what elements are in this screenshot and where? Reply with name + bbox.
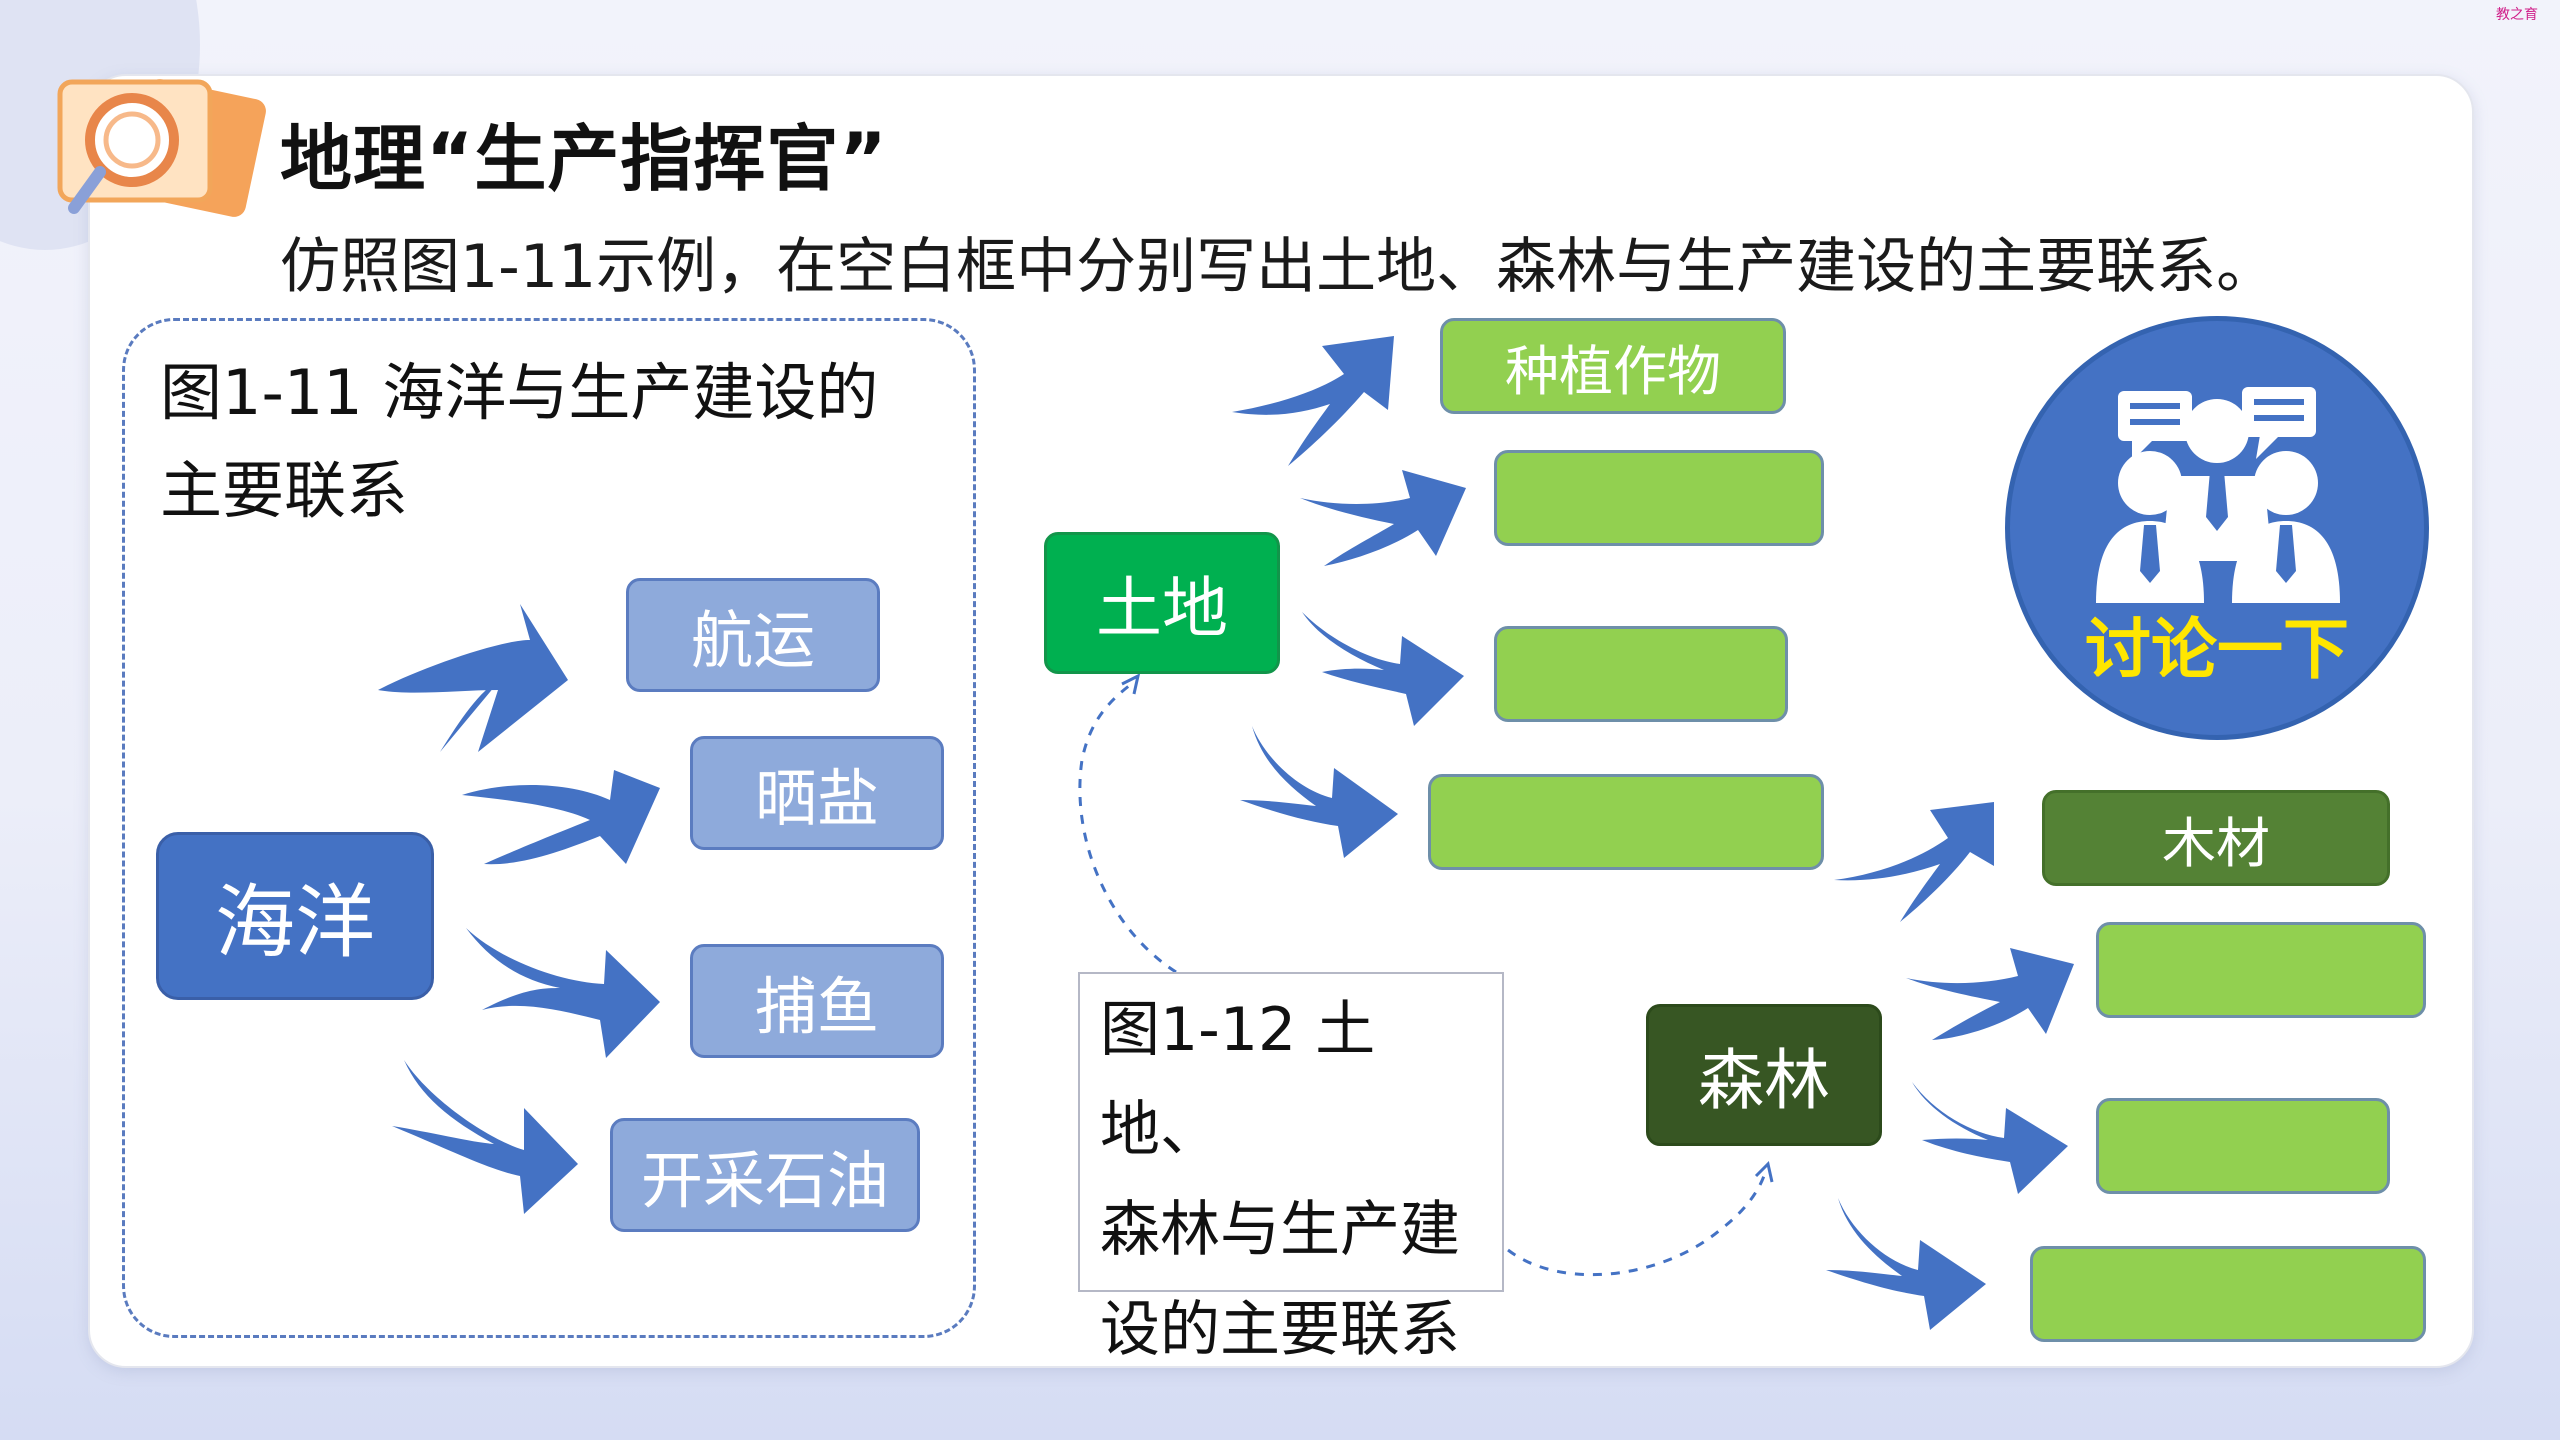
connector-forest (1507, 1169, 1768, 1277)
land-answer-box-4[interactable] (1428, 774, 1824, 870)
ocean-item-salt: 晒盐 (690, 736, 944, 850)
land-node: 土地 (1044, 532, 1280, 674)
arrow-ocean-4 (392, 1060, 578, 1214)
discuss-badge[interactable]: 讨论一下 (2005, 316, 2429, 740)
forest-node: 森林 (1646, 1004, 1882, 1146)
discuss-label: 讨论一下 (2085, 611, 2349, 688)
ocean-label: 海洋 (215, 876, 375, 969)
arrow-land-4 (1240, 726, 1398, 858)
magnifier-icon (57, 79, 266, 217)
forest-item-label: 木材 (2162, 811, 2270, 875)
ocean-item-oil: 开采石油 (610, 1118, 920, 1232)
figure-11-caption-line1: 图1-11 海洋与生产建设的 (160, 356, 879, 429)
figure-11-caption-line2: 主要联系 (160, 454, 409, 527)
figure-12-caption-line2: 森林与生产建 (1100, 1195, 1460, 1265)
figure-12-caption: 图1-12 土地、 森林与生产建 设的主要联系 (1078, 972, 1504, 1365)
arrow-ocean-3 (466, 928, 660, 1058)
ocean-item-label: 航运 (690, 604, 815, 677)
arrow-forest-1 (1834, 802, 1994, 922)
forest-answer-box-4[interactable] (2030, 1246, 2426, 1342)
forest-item-wood: 木材 (2042, 790, 2390, 886)
ocean-item-label: 捕鱼 (754, 970, 879, 1043)
connector-forest-head (1754, 1161, 1774, 1183)
example-dashed-frame (122, 318, 976, 1338)
arrow-forest-2 (1906, 948, 2074, 1040)
arrow-land-3 (1302, 612, 1464, 726)
arrow-ocean-1 (378, 604, 568, 752)
connector-land-head (1121, 673, 1141, 695)
arrow-forest-4 (1826, 1198, 1986, 1330)
ocean-item-shipping: 航运 (626, 578, 880, 692)
figure-12-caption-line3: 设的主要联系 (1100, 1295, 1460, 1365)
ocean-node: 海洋 (156, 832, 434, 1000)
connector-land (1078, 680, 1177, 974)
land-item-crops: 种植作物 (1440, 318, 1786, 414)
arrow-land-2 (1300, 470, 1466, 566)
forest-answer-box-2[interactable] (2096, 922, 2426, 1018)
land-answer-box-3[interactable] (1494, 626, 1788, 722)
figure-12-caption-line1: 图1-12 土地、 (1100, 995, 1376, 1165)
arrow-ocean-2 (462, 770, 660, 865)
arrow-forest-3 (1912, 1082, 2068, 1194)
ocean-item-label: 开采石油 (640, 1144, 889, 1217)
ocean-item-label: 晒盐 (754, 762, 879, 835)
arrow-land-1 (1232, 336, 1394, 466)
forest-answer-box-3[interactable] (2096, 1098, 2390, 1194)
land-answer-box-2[interactable] (1494, 450, 1824, 546)
page-subtitle: 仿照图1-11示例，在空白框中分别写出土地、森林与生产建设的主要联系。 (280, 232, 2277, 302)
figure-11-caption: 图1-11 海洋与生产建设的 主要联系 (160, 344, 960, 540)
discussion-people-icon (2096, 387, 2340, 603)
land-label: 土地 (1096, 570, 1228, 647)
forest-label: 森林 (1698, 1042, 1830, 1119)
page-title: 地理“生产指挥官” (280, 117, 888, 201)
ocean-item-fishing: 捕鱼 (690, 944, 944, 1058)
land-item-label: 种植作物 (1505, 339, 1721, 403)
corner-watermark: 教之育 (2496, 7, 2538, 23)
